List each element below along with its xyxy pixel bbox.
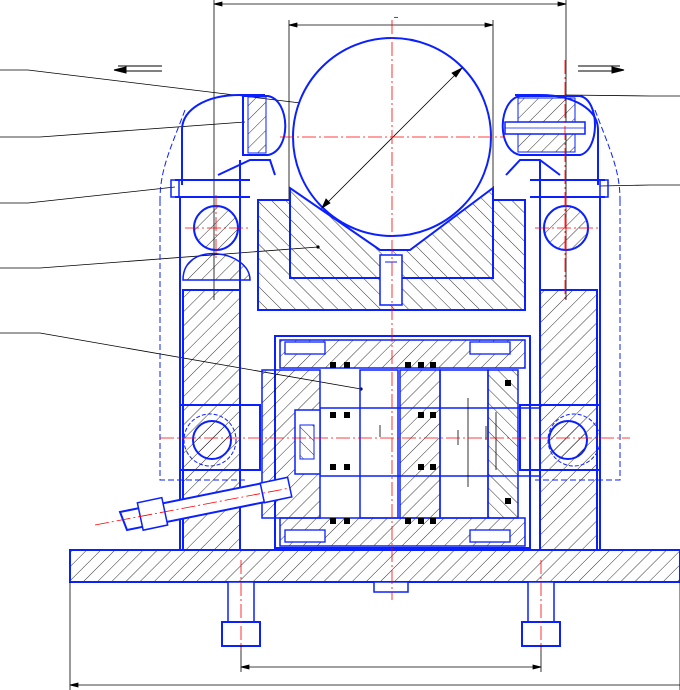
right-arrow (578, 65, 625, 74)
right-side-bracket (515, 94, 621, 551)
cylinder-dimensions (379, 398, 497, 487)
pin-bottom-right (547, 413, 601, 467)
left-side-bracket (159, 94, 265, 551)
left-clamp-jaw (217, 95, 287, 176)
hydraulic-cylinder (261, 335, 540, 549)
top-inner-dimension-text: – (394, 12, 399, 23)
right-clamp-jaw (501, 95, 596, 176)
hose-fitting (118, 476, 293, 532)
bottom-dimensions (69, 582, 680, 690)
center-lines (94, 20, 630, 650)
pin-bottom-left (183, 413, 237, 467)
left-arrow (113, 65, 162, 74)
v-block (257, 186, 526, 311)
top-dimensions (213, 0, 567, 300)
base-plate (69, 549, 680, 593)
